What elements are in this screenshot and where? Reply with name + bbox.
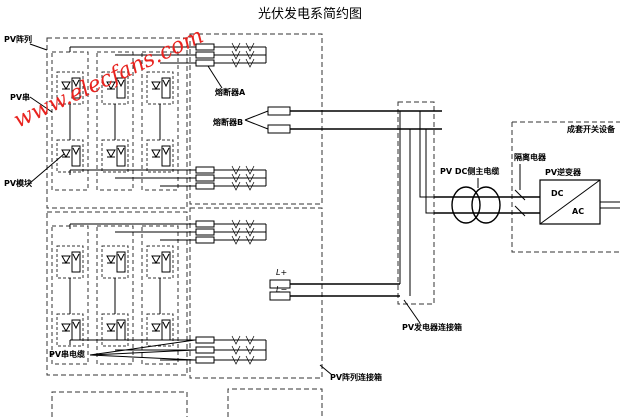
fuse-b-minus <box>267 124 291 134</box>
switchgear-label: 成套开关设备 <box>567 124 616 134</box>
array-junction-box-bottom <box>189 207 323 379</box>
pv-string <box>141 51 179 191</box>
fuse-a <box>70 335 266 345</box>
inverter-box: DC AC <box>539 179 601 225</box>
pv-string <box>96 225 134 365</box>
inverter-label: PV逆变器 <box>545 167 582 177</box>
next-array-outline <box>51 391 188 417</box>
inverter-ac-label: AC <box>572 207 584 216</box>
pv-array-outline-bottom <box>46 211 188 376</box>
pv-array-outline <box>46 37 188 209</box>
pv-string-cable-label: PV串电缆 <box>49 349 85 359</box>
pv-module <box>146 313 174 347</box>
l-plus-label: L+ <box>276 268 287 277</box>
pv-module <box>56 245 84 279</box>
fuse-bot-plus <box>269 279 291 289</box>
pv-array-bottom <box>46 207 323 379</box>
fuse-a <box>160 58 266 68</box>
pv-string-leader <box>29 96 53 113</box>
fuse-a-label: 熔断器A <box>215 87 246 97</box>
pv-module <box>146 139 174 173</box>
fuse-a <box>115 227 266 237</box>
ajb-leader <box>319 364 333 376</box>
pv-array-top <box>46 33 323 209</box>
link-plus <box>419 111 434 198</box>
fuse-a <box>70 165 266 175</box>
pv-module <box>101 313 129 347</box>
isolator-label: 隔离电器 <box>514 152 547 162</box>
fuse-a <box>70 42 266 52</box>
fuse-b-label: 熔断器B <box>213 117 243 127</box>
pv-module <box>146 71 174 105</box>
fuse-b-plus <box>267 106 291 116</box>
gjb-leader <box>403 299 421 324</box>
fuse-a <box>70 219 266 229</box>
fuse-a-leader <box>207 65 223 89</box>
pv-module <box>146 245 174 279</box>
string-cable-leaders <box>89 339 196 361</box>
fuse-a <box>160 181 266 191</box>
array-junction-box-top <box>189 33 323 205</box>
pv-strings-bottom <box>51 225 179 365</box>
generator-junction-box <box>397 101 435 305</box>
pv-array-leader <box>29 43 48 51</box>
pv-array-label: PV阵列 <box>4 34 32 44</box>
fuse-a <box>160 355 266 365</box>
pv-string-label: PV串 <box>10 92 30 102</box>
switchgear-box <box>511 121 620 253</box>
fuse-a <box>115 173 266 183</box>
pv-string <box>141 225 179 365</box>
fuse-b-leader-2 <box>244 119 269 130</box>
array-junction-box-label: PV阵列连接箱 <box>330 372 382 382</box>
isolator-switch <box>514 189 526 217</box>
dc-main-cable-symbol <box>451 186 501 224</box>
pv-string <box>96 51 134 191</box>
fuse-a <box>115 50 266 60</box>
fuse-b-leader-1 <box>244 110 269 121</box>
fuses-top <box>69 42 267 191</box>
fuses-bottom <box>69 219 267 365</box>
fuse-a <box>160 235 266 245</box>
fuse-bot-minus <box>269 291 291 301</box>
next-junction-box-outline <box>227 388 323 417</box>
pv-module-leader <box>29 153 65 184</box>
l-minus-label: L− <box>276 285 287 294</box>
pv-strings-top <box>51 51 179 191</box>
generator-junction-box-label: PV发电器连接箱 <box>402 322 462 332</box>
fuse-a <box>115 345 266 355</box>
link-minus <box>425 129 434 214</box>
inverter-dc-label: DC <box>551 189 564 198</box>
pv-module-label: PV模块 <box>4 178 33 188</box>
pv-module <box>101 245 129 279</box>
pv-module <box>101 139 129 173</box>
pv-string <box>51 51 89 191</box>
dc-main-cable-label: PV DC侧主电缆 <box>440 166 499 176</box>
diagram-title: 光伏发电系简约图 <box>258 6 362 22</box>
